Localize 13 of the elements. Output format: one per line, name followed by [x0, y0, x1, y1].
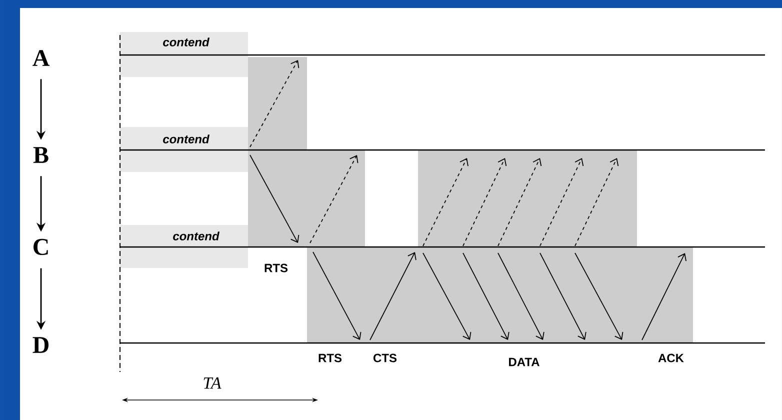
band-label: contend [173, 232, 220, 240]
frame-label: CTS [374, 354, 397, 362]
band-label: contend [163, 38, 210, 46]
station-label: A [32, 50, 50, 66]
station-label: C [34, 238, 48, 256]
frame-label: RTS [264, 264, 288, 272]
band-label: contend [163, 134, 210, 144]
station-label: D [32, 337, 48, 353]
frame-label: DATA [509, 358, 540, 366]
dimension-label: TA [204, 377, 222, 389]
frame-label: ACK [658, 354, 684, 362]
station-label: B [33, 147, 48, 163]
frame-label: RTS [318, 354, 342, 362]
